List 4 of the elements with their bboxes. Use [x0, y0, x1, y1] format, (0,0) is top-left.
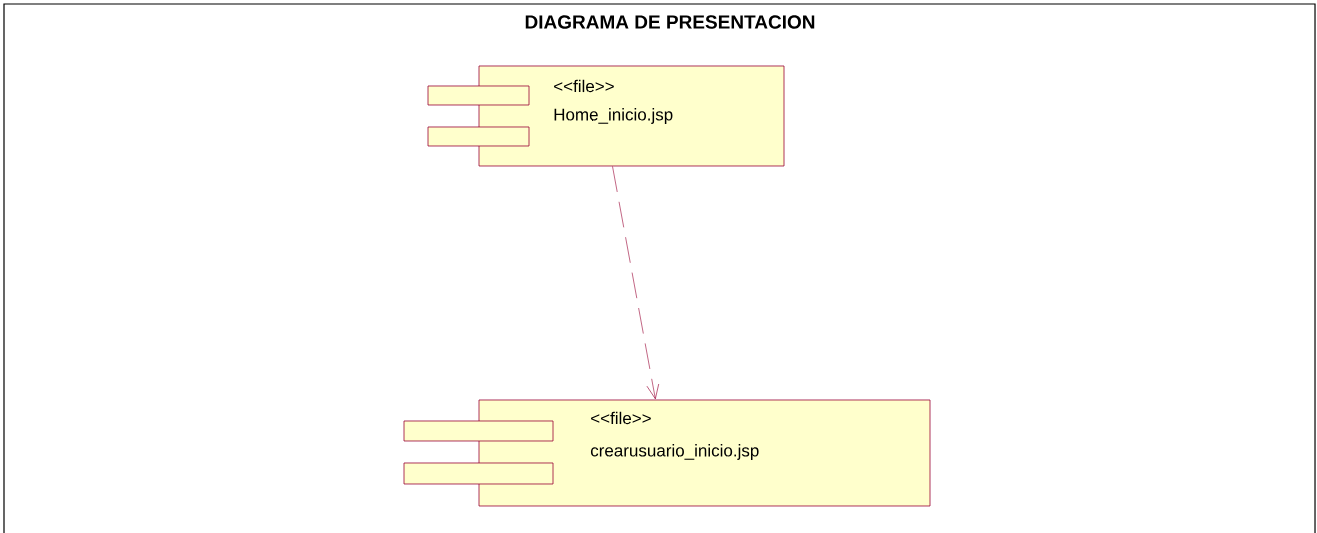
component-box: <<file>> crearusuario_inicio.jsp [403, 399, 931, 507]
diagram-title: DIAGRAMA DE PRESENTACION [525, 15, 815, 29]
component-box: <<file>> Home_inicio.jsp [427, 65, 785, 167]
dependency-arrow [612, 166, 660, 400]
